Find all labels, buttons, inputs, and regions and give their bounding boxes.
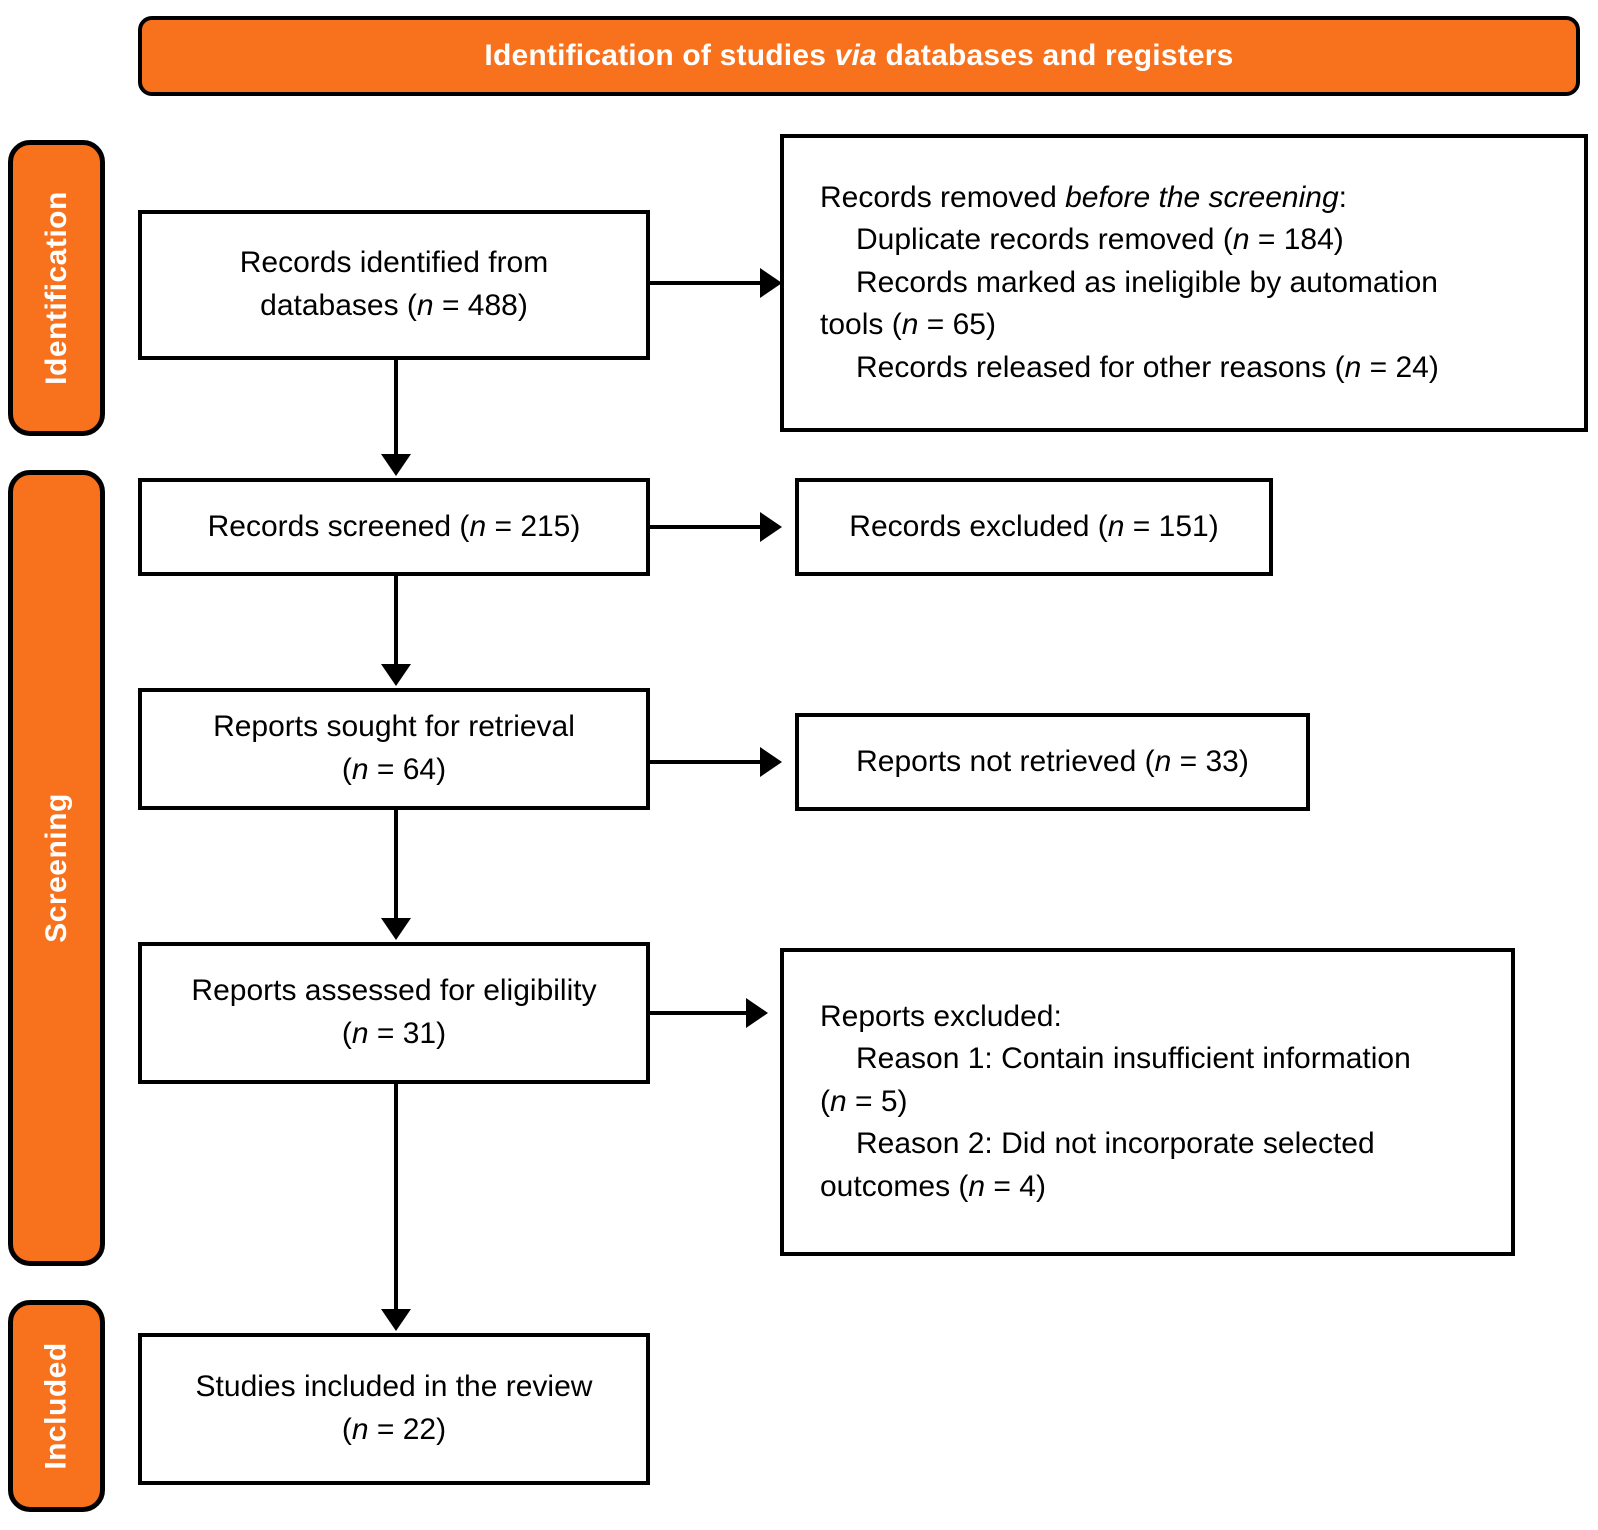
box-reports-not-retrieved: Reports not retrieved (n = 33) [795,713,1310,811]
box-records-screened-line1: Records screened (n = 215) [156,506,632,549]
box-records-removed-line2: Duplicate records removed (n = 184) [820,219,1584,262]
connector-line-identified-to-screened [394,360,398,458]
box-reports-assessed-count: = 31) [368,1017,447,1050]
banner-title-via: via [834,39,877,72]
arrow-down-icon-identified-to-screened [381,454,411,476]
connector-line-sought-to-assessed [394,810,398,920]
box-reports-excluded-line2: Reason 1: Contain insufficient informati… [820,1038,1511,1081]
box-records-removed-line2-before: Duplicate records removed ( [856,223,1233,257]
box-reports-not-retrieved-count: = 33) [1171,744,1249,778]
box-records-identified-line1: Records identified from [239,246,549,280]
box-records-identified-line2-before: databases ( [260,289,417,322]
box-reports-sought-n-symbol: n [351,753,369,786]
box-reports-excluded-reason2-n-symbol: n [968,1169,986,1203]
box-reports-excluded-line5: outcomes (n = 4) [820,1166,1511,1209]
box-reports-not-retrieved-label: Reports not retrieved ( [856,744,1155,778]
banner-title-part1: Identification of studies [484,39,835,72]
box-reports-excluded-line4: Reason 2: Did not incorporate selected [820,1123,1511,1166]
box-reports-assessed: Reports assessed for eligibility (n = 31… [138,942,650,1084]
stage-label-identification-text: Identification [39,191,73,385]
box-records-identified-n-symbol: n [416,289,434,322]
box-records-excluded-label: Records excluded ( [849,509,1108,543]
box-reports-excluded-reason1-n-symbol: n [830,1084,847,1118]
box-reports-assessed-line1: Reports assessed for eligibility [191,974,597,1008]
box-records-removed-line1-after: : [1338,180,1347,214]
box-records-removed-line3-text: Records marked as ineligible by automati… [856,265,1438,299]
box-studies-included-line2-before: ( [341,1413,352,1446]
box-reports-excluded-line1: Reports excluded: [820,999,1062,1033]
box-records-removed-line1: Records removed before the screening: [820,177,1584,220]
box-studies-included-count: = 22) [368,1413,447,1446]
stage-label-included-text: Included [39,1342,73,1470]
box-records-removed-line4-n-symbol: n [901,308,919,342]
box-studies-included-line2: (n = 22) [156,1409,632,1452]
box-records-removed-line4: tools (n = 65) [820,304,1584,347]
arrow-right-icon-screened-to-excluded [760,512,782,542]
box-reports-sought-line2-before: ( [341,753,352,786]
stage-label-screening-text: Screening [39,793,73,943]
box-studies-included-line1: Studies included in the review [195,1370,593,1404]
box-reports-excluded-reason2-count: = 4) [985,1169,1046,1203]
box-reports-excluded-reason1-text: Reason 1: Contain insufficient informati… [856,1042,1411,1076]
arrow-right-icon-assessed-to-excluded [746,998,768,1028]
box-records-identified-count: = 488) [433,289,528,322]
box-records-identified: Records identified from databases (n = 4… [138,210,650,360]
box-records-removed-other-count: = 24) [1361,350,1439,384]
stage-label-screening: Screening [8,470,105,1266]
box-records-screened: Records screened (n = 215) [138,478,650,576]
box-records-removed-line4-before: tools ( [820,308,902,342]
box-reports-sought-line1: Reports sought for retrieval [213,710,575,744]
connector-line-screened-to-sought [394,576,398,666]
box-records-excluded: Records excluded (n = 151) [795,478,1273,576]
arrow-right-icon-sought-to-not-retrieved [760,747,782,777]
box-records-identified-line2: databases (n = 488) [156,285,632,328]
box-studies-included: Studies included in the review (n = 22) [138,1333,650,1485]
banner-title: Identification of studies via databases … [484,39,1233,73]
box-records-excluded-count: = 151) [1124,509,1219,543]
box-reports-assessed-n-symbol: n [351,1017,369,1050]
box-reports-not-retrieved-line1: Reports not retrieved (n = 33) [813,741,1292,784]
banner-identification-header: Identification of studies via databases … [138,16,1580,96]
box-records-screened-label: Records screened ( [207,509,470,543]
box-reports-sought-count: = 64) [368,753,447,786]
box-records-removed-line5-n-symbol: n [1344,350,1362,384]
box-reports-excluded-reason1-count: = 5) [846,1084,908,1118]
box-records-screened-n-symbol: n [469,509,487,543]
connector-line-assessed-to-included [394,1084,398,1311]
arrow-down-icon-screened-to-sought [381,664,411,686]
connector-line-sought-to-not-retrieved [650,760,762,764]
box-records-excluded-n-symbol: n [1107,509,1125,543]
box-reports-excluded-line3-before: ( [820,1084,830,1118]
box-records-removed-line1-italic: before the screening [1065,180,1339,214]
arrow-right-icon-identified-to-removed [760,268,782,298]
arrow-down-icon-assessed-to-included [381,1309,411,1331]
box-reports-sought-line2: (n = 64) [156,749,632,792]
box-records-removed-line2-n-symbol: n [1232,223,1250,257]
box-studies-included-n-symbol: n [351,1413,369,1446]
box-reports-assessed-line2: (n = 31) [156,1013,632,1056]
box-records-removed-line5-before: Records released for other reasons ( [856,350,1345,384]
box-records-removed-line3: Records marked as ineligible by automati… [820,262,1584,305]
banner-title-part2: databases and registers [876,39,1234,72]
box-reports-not-retrieved-n-symbol: n [1154,744,1172,778]
connector-line-assessed-to-excluded [650,1011,748,1015]
arrow-down-icon-sought-to-assessed [381,918,411,940]
connector-line-screened-to-excluded [650,525,762,529]
box-records-excluded-line1: Records excluded (n = 151) [813,506,1255,549]
stage-label-identification: Identification [8,140,105,436]
box-records-removed-automation-count: = 65) [918,308,996,342]
connector-line-identified-to-removed [650,281,762,285]
box-reports-excluded-line5-before: outcomes ( [820,1169,969,1203]
box-reports-excluded-line3: (n = 5) [820,1081,1511,1124]
box-records-removed-line1-before: Records removed [820,180,1066,214]
box-records-removed-line5: Records released for other reasons (n = … [820,347,1584,390]
box-records-removed: Records removed before the screening: Du… [780,134,1588,432]
box-reports-excluded: Reports excluded: Reason 1: Contain insu… [780,948,1515,1256]
box-records-removed-duplicates-count: = 184) [1249,223,1344,257]
box-reports-assessed-line2-before: ( [341,1017,352,1050]
box-reports-excluded-reason2-text: Reason 2: Did not incorporate selected [856,1127,1375,1161]
box-records-screened-count: = 215) [486,509,581,543]
box-reports-sought: Reports sought for retrieval (n = 64) [138,688,650,810]
stage-label-included: Included [8,1300,105,1512]
